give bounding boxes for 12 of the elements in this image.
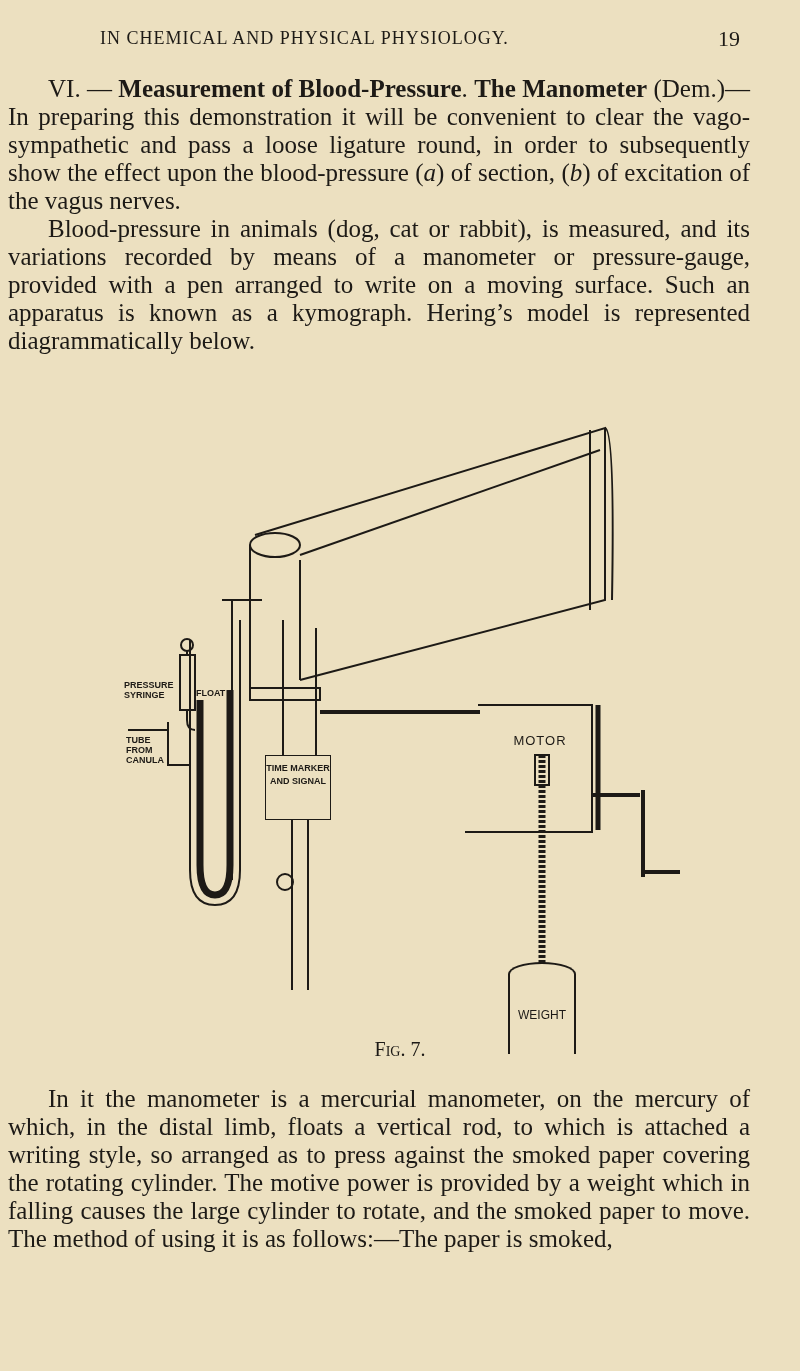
time-marker-box: TIME MARKER AND SIGNAL: [265, 755, 331, 820]
part-label: PRESSURE SYRINGE: [124, 680, 175, 700]
part-label: FLOAT: [196, 688, 226, 698]
part-label: TUBE FROM CANULA: [126, 735, 165, 765]
paragraph: VI. — Measurement of Blood-Pressure. The Manometer (Dem.)—In preparing this demonstration it will be convenient to clear the vago-sympathetic and pass a loose ligature round, in order to subsequently show the effect upon the blood-pressure (a) of section, (b) of excitation of the vagus nerves.: [8, 75, 750, 215]
weight-cylinder: WEIGHT: [508, 962, 576, 1054]
figure-caption: Fig. 7.: [373, 1038, 427, 1061]
motor-label: MOTOR: [505, 733, 575, 753]
paragraph: In it the manometer is a mercurial manometer, on the mercury of which, in the distal limb, floats a vertical rod, to which is attached a writing style, so arranged as to press against the smoked paper covering the rotating cylinder. The motive power is provided by a weight which in falling causes the large cylinder to rotate, and the smoked paper to move. The method of using it is as follows:—The paper is smoked,: [8, 1085, 750, 1253]
page-number: 19: [717, 26, 740, 52]
paragraph: Blood-pressure in animals (dog, cat or rabbit), is measured, and its variations recorded by means of a manometer or pressure-gauge, provided with a pen arranged to write on a moving surface. Such an apparatus is known as a kymograph. Hering’s model is represented diagrammatically below.: [8, 215, 750, 355]
running-head: IN CHEMICAL AND PHYSICAL PHYSIOLOGY.: [100, 28, 510, 49]
